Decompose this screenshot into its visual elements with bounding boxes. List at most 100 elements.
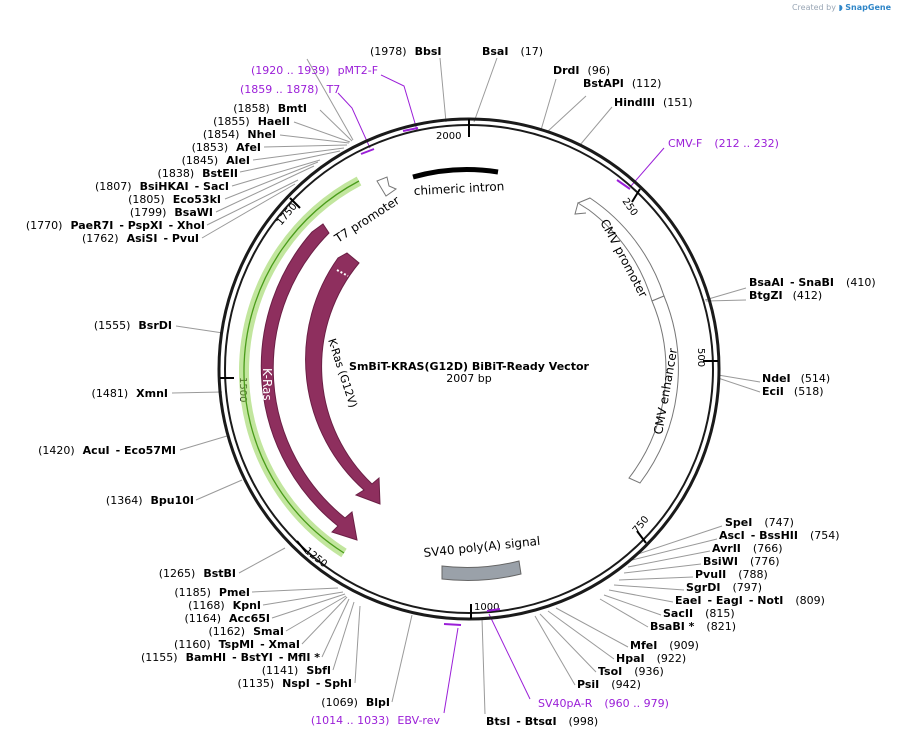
primer-ebvrev[interactable]: (1014 .. 1033)EBV-rev: [311, 714, 441, 727]
enzyme-asci[interactable]: AscI- BssHII(754): [719, 529, 840, 542]
primer-marks: [360, 127, 631, 626]
enzyme-nhei[interactable]: (1854)NheI: [203, 128, 276, 141]
enzyme-acui[interactable]: (1420)AcuI- Eco57MI: [38, 444, 176, 457]
enzyme-drdi[interactable]: DrdI(96): [553, 64, 610, 77]
enzyme-smai[interactable]: (1162)SmaI: [209, 625, 284, 638]
enzyme-afei[interactable]: (1853)AfeI: [192, 141, 261, 154]
leader-smai: [285, 595, 347, 632]
enzyme-ndei[interactable]: NdeI(514): [762, 372, 830, 385]
primer-pmt2f[interactable]: (1920 .. 1939)pMT2-F: [251, 64, 378, 77]
leader-bsai: [473, 57, 498, 123]
leader-bmti-2: [319, 109, 353, 142]
leader-pmt2f: [380, 74, 418, 131]
kras-highlight-edge: [243, 180, 360, 554]
leader-bsawi: [215, 165, 315, 213]
leader-tsoi: [539, 613, 597, 673]
enzyme-psii[interactable]: PsiI(942): [577, 678, 641, 691]
enzyme-sbfi[interactable]: (1141)SbfI: [262, 664, 331, 677]
leader-paer7i: [206, 179, 299, 226]
sv40-polya-box: [441, 560, 522, 581]
enzyme-nspi[interactable]: (1135)NspI- SphI: [238, 677, 352, 690]
enzyme-hindiii[interactable]: HindIII(151): [614, 96, 693, 109]
enzyme-bsiwi[interactable]: BsiWI(776): [703, 555, 780, 568]
enzyme-mfei[interactable]: MfeI(909): [630, 639, 699, 652]
enzyme-xmni[interactable]: (1481)XmnI: [92, 387, 168, 400]
enzyme-asisi[interactable]: (1762)AsiSI- PvuI: [82, 232, 199, 245]
enzyme-haeii[interactable]: (1855)HaeII: [213, 115, 290, 128]
enzyme-eco53ki[interactable]: (1805)Eco53kI: [128, 193, 221, 206]
chimeric-intron-label: chimeric intron: [413, 179, 504, 198]
leader-bstbi: [238, 547, 286, 574]
primer-mark-ebvrev: [443, 623, 462, 626]
enzyme-eaei[interactable]: EaeI- EagI- NotI(809): [675, 594, 825, 607]
primer-cmvf[interactable]: CMV-F(212 .. 232): [668, 137, 779, 150]
enzyme-bpu10i[interactable]: (1364)Bpu10I: [106, 494, 194, 507]
enzyme-hpai[interactable]: HpaI(922): [616, 652, 686, 665]
leader-nhei: [279, 134, 350, 144]
leader-btsi: [481, 617, 486, 715]
leader-avrii: [627, 550, 711, 568]
k-ras-g12v-arrow: [305, 252, 381, 505]
enzyme-ecii[interactable]: EciI(518): [762, 385, 824, 398]
enzyme-blpi[interactable]: (1069)BlpI: [321, 696, 390, 709]
enzyme-bmti[interactable]: (1858)BmtI: [233, 102, 307, 115]
leader-bamhi: [321, 598, 350, 658]
leader-hpai: [547, 610, 615, 660]
primer-mark-sv40par: [486, 608, 501, 612]
leader-bsrdi: [175, 325, 224, 334]
enzyme-bsrdi[interactable]: (1555)BsrDI: [94, 319, 172, 332]
primer-t7[interactable]: (1859 .. 1878)T7: [240, 83, 340, 96]
tick-1750: [289, 197, 301, 209]
leader-sacii: [603, 594, 662, 616]
leader-bsteii: [239, 150, 341, 173]
enzyme-sacii[interactable]: SacII(815): [663, 607, 735, 620]
enzyme-bsaai[interactable]: BsaAI- SnaBI(410): [749, 276, 876, 289]
leader-sbfi: [332, 601, 355, 671]
leader-pmei: [251, 587, 339, 593]
enzyme-bstapi[interactable]: BstAPI(112): [583, 77, 661, 90]
enzyme-bsabi[interactable]: BsaBI *(821): [650, 620, 736, 633]
enzyme-bsawi[interactable]: (1799)BsaWI: [130, 206, 213, 219]
leader-ebvrev: [443, 627, 459, 714]
tick-label-1000: 1000: [474, 602, 499, 613]
enzyme-leader-lines: [171, 57, 761, 715]
enzyme-paer7i[interactable]: (1770)PaeR7I- PspXI- XhoI: [26, 219, 205, 232]
leader-acui: [179, 435, 228, 451]
enzyme-bsihkai[interactable]: (1807)BsiHKAI- SacI: [95, 180, 229, 193]
enzyme-avrii[interactable]: AvrII(766): [712, 542, 783, 555]
enzyme-acc65i[interactable]: (1164)Acc65I: [184, 612, 270, 625]
enzyme-bsteii[interactable]: (1838)BstEII: [158, 167, 238, 180]
leader-bstapi: [546, 95, 587, 133]
leader-xmni: [171, 391, 223, 394]
leader-mfei: [555, 607, 629, 648]
enzyme-bsai[interactable]: BsaI(17): [482, 45, 543, 58]
tick-label-250: 250: [620, 196, 640, 218]
enzyme-kpni[interactable]: (1168)KpnI: [188, 599, 261, 612]
watermark-brand: SnapGene: [845, 3, 891, 12]
leader-bsihkai: [231, 159, 321, 187]
enzyme-pmei[interactable]: (1185)PmeI: [174, 586, 250, 599]
t7-promoter-arrow: [376, 176, 398, 197]
leader-acc65i: [271, 593, 346, 619]
enzyme-tsoi[interactable]: TsoI(936): [598, 665, 664, 678]
enzyme-btsi[interactable]: BtsI- BtsαI(998): [486, 715, 598, 728]
leader-bmti: [306, 58, 354, 141]
leader-blpi: [391, 614, 413, 703]
enzyme-bamhi[interactable]: (1155)BamHI- BstYI- MflI *: [141, 651, 320, 664]
enzyme-spei[interactable]: SpeI(747): [725, 516, 794, 529]
leader-afei: [263, 144, 348, 148]
enzyme-tspmi[interactable]: (1160)TspMI- XmaI: [174, 638, 300, 651]
enzyme-sgrdi[interactable]: SgrDI(797): [686, 581, 762, 594]
enzyme-alei[interactable]: (1845)AleI: [182, 154, 250, 167]
enzyme-bstbi[interactable]: (1265)BstBI: [159, 567, 236, 580]
chimeric-intron-bar: [412, 167, 499, 180]
leader-haeii: [293, 121, 351, 143]
enzyme-btgzi[interactable]: BtgZI(412): [749, 289, 822, 302]
primer-sv40par[interactable]: SV40pA-R(960 .. 979): [538, 697, 669, 710]
leader-bsaai: [704, 287, 747, 301]
enzyme-pvuii[interactable]: PvuII(788): [695, 568, 768, 581]
tick-label-500: 500: [695, 348, 706, 367]
enzyme-bbsi[interactable]: (1978)BbsI: [370, 45, 441, 58]
leader-bsiwi: [623, 563, 702, 574]
plasmid-name: SmBiT-KRAS(G12D) BiBiT-Ready Vector: [349, 360, 589, 373]
